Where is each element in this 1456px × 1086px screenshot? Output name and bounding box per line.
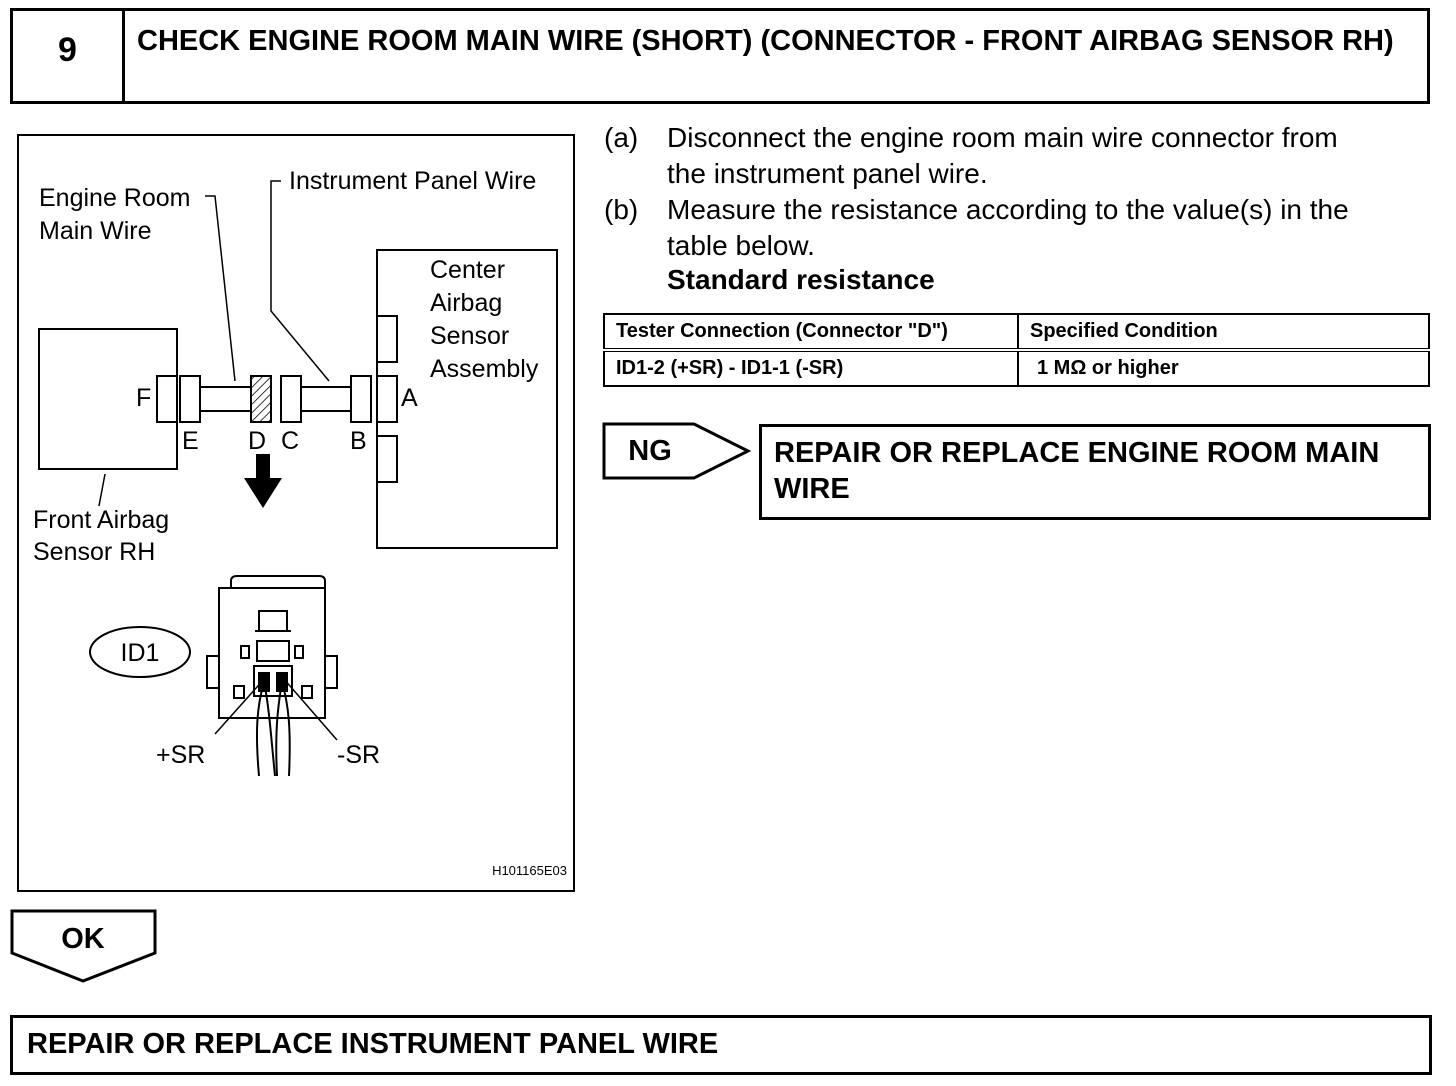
engine-room-label-2: Main Wire (39, 217, 152, 245)
center-connector-upper (376, 315, 398, 363)
down-arrow-icon (244, 454, 282, 508)
front-airbag-leader (98, 473, 106, 507)
ng-result-box: REPAIR OR REPLACE ENGINE ROOM MAIN WIRE (759, 424, 1431, 520)
connector-id-label: ID1 (121, 639, 160, 667)
table-header: Specified Condition (1017, 313, 1430, 352)
connector-c-label: C (281, 427, 299, 455)
center-airbag-label-3: Sensor (430, 322, 509, 350)
instruction-b-letter: (b) (604, 194, 639, 225)
instruction-b-line1: Measure the resistance according to the … (667, 194, 1349, 225)
step-title: CHECK ENGINE ROOM MAIN WIRE (SHORT) (CON… (137, 25, 1394, 57)
front-airbag-label-2: Sensor RH (33, 538, 155, 566)
ng-arrow: NG (602, 422, 752, 480)
center-airbag-label-1: Center (430, 256, 505, 284)
center-connector-lower (376, 435, 398, 483)
table-header-row: Tester Connection (Connector "D") Specif… (603, 313, 1430, 352)
table-row: ID1-2 (+SR) - ID1-1 (-SR) 1 MΩ or higher (603, 349, 1430, 387)
table-cell: 1 MΩ or higher (1017, 349, 1430, 387)
wiring-diagram: Engine Room Main Wire Instrument Panel W… (17, 134, 575, 892)
front-airbag-label-1: Front Airbag (33, 506, 169, 534)
instrument-panel-leader (270, 180, 330, 382)
plus-sr-label: +SR (156, 741, 205, 769)
instruction-a-line1: Disconnect the engine room main wire con… (667, 122, 1338, 153)
connector-a (376, 375, 398, 423)
connector-d-label: D (248, 427, 266, 455)
connector-f-label: F (136, 384, 151, 412)
ok-result-box: REPAIR OR REPLACE INSTRUMENT PANEL WIRE (10, 1015, 1432, 1075)
step-header: 9 CHECK ENGINE ROOM MAIN WIRE (SHORT) (C… (10, 8, 1430, 104)
ng-label: NG (628, 435, 672, 467)
instruction-b-line2: table below. (667, 230, 815, 261)
minus-sr-label: -SR (337, 741, 380, 769)
plus-sr-leader (214, 677, 266, 735)
engine-room-leader (205, 195, 236, 382)
wiring-diagram-svg: Engine Room Main Wire Instrument Panel W… (33, 167, 567, 878)
ok-label: OK (61, 923, 105, 955)
connector-f (156, 375, 178, 423)
connector-e (179, 375, 201, 423)
figure-code: H101165E03 (492, 863, 567, 878)
connector-id-oval (89, 626, 191, 678)
ok-arrow: OK (10, 909, 157, 983)
minus-sr-leader (282, 677, 338, 741)
connector-e-label: E (182, 427, 199, 455)
connector-c (280, 375, 302, 423)
table-header: Tester Connection (Connector "D") (603, 313, 1019, 352)
step-number: 9 (13, 11, 125, 101)
table-cell: ID1-2 (+SR) - ID1-1 (-SR) (603, 349, 1019, 387)
connector-a-label: A (401, 384, 418, 412)
connector-b-label: B (350, 427, 367, 455)
engine-room-label-1: Engine Room (39, 184, 190, 212)
connector-d (250, 375, 272, 423)
center-airbag-label-2: Airbag (430, 289, 502, 317)
center-airbag-label-4: Assembly (430, 355, 539, 383)
spec-table: Tester Connection (Connector "D") Specif… (603, 313, 1430, 387)
instruction-a-line2: the instrument panel wire. (667, 158, 988, 189)
instrument-panel-label: Instrument Panel Wire (289, 167, 536, 195)
standard-resistance-label: Standard resistance (667, 264, 935, 295)
connector-face-drawing (206, 575, 338, 777)
connector-b (350, 375, 372, 423)
instruction-a-letter: (a) (604, 122, 639, 153)
